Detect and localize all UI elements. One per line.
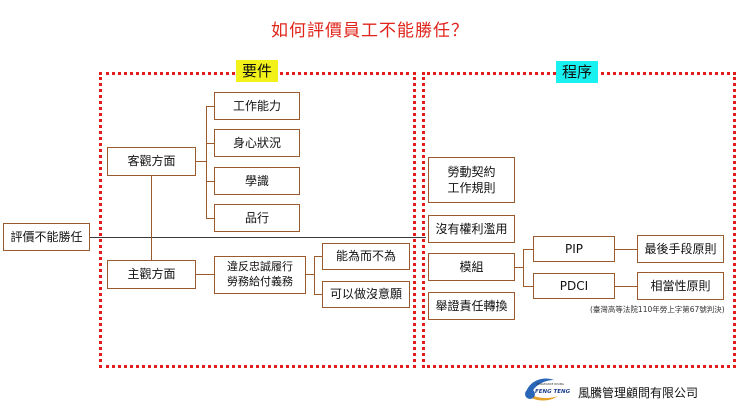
root-connector	[90, 237, 426, 238]
outcome-connector	[314, 256, 322, 257]
burden-node: 舉證責任轉換	[428, 292, 515, 320]
subjective-breach-connector	[196, 274, 214, 275]
no-abuse-node: 沒有權利濫用	[428, 215, 515, 243]
breach-node: 違反忠誠履行勞務給付義務	[214, 256, 306, 294]
contract-node: 勞動契約 工作規則	[428, 157, 515, 203]
outcome-connector	[314, 294, 322, 295]
subjective-node: 主觀方面	[107, 260, 196, 289]
model-node: 模組	[428, 253, 515, 281]
outcome-node: 可以做沒意願	[322, 281, 410, 308]
item-connector	[206, 143, 214, 144]
outcome-spine	[314, 256, 315, 294]
pip-principle-connector	[615, 249, 637, 250]
pdci-connector	[523, 286, 533, 287]
outcome-node: 能為而不為	[322, 243, 410, 270]
page-title: 如何評價員工不能勝任？	[271, 21, 469, 41]
objective-item: 身心狀況	[214, 129, 300, 157]
item-connector	[206, 106, 214, 107]
company-name: 風騰管理顧問有限公司	[578, 386, 699, 400]
logo-swoosh-icon: VENGEANCE RISING FENG TENG	[525, 378, 571, 401]
contract-line: 勞動契約	[447, 164, 496, 179]
procedure-label: 程序	[556, 61, 598, 83]
objective-items-spine	[206, 106, 207, 218]
objective-subjective-link	[151, 176, 152, 262]
pdci-node: PDCI	[533, 273, 615, 299]
objective-item: 學識	[214, 167, 300, 195]
pip-connector	[523, 249, 533, 250]
logo-name-text: FENG TENG	[535, 389, 571, 395]
objective-item: 品行	[214, 204, 300, 232]
objective-item: 工作能力	[214, 92, 300, 120]
item-connector	[206, 181, 214, 182]
model-connector	[515, 267, 523, 268]
objective-branch-connector	[196, 161, 206, 162]
breach-outcome-connector	[306, 274, 314, 275]
proportionality-node: 相當性原則	[637, 272, 724, 300]
rules-line: 工作規則	[447, 181, 496, 195]
requirements-label: 要件	[236, 60, 278, 82]
company-logo: VENGEANCE RISING FENG TENG	[520, 372, 572, 408]
objective-node: 客觀方面	[107, 147, 196, 176]
logo-small-text: VENGEANCE RISING	[536, 382, 564, 386]
model-spine	[523, 249, 524, 286]
root-node: 評價不能勝任	[3, 223, 90, 251]
last-resort-node: 最後手段原則	[637, 235, 724, 263]
item-connector	[206, 218, 214, 219]
pip-node: PIP	[533, 236, 615, 262]
pdci-principle-connector	[615, 286, 637, 287]
court-citation: (臺灣高等法院110年勞上字第67號判決)	[590, 305, 725, 314]
